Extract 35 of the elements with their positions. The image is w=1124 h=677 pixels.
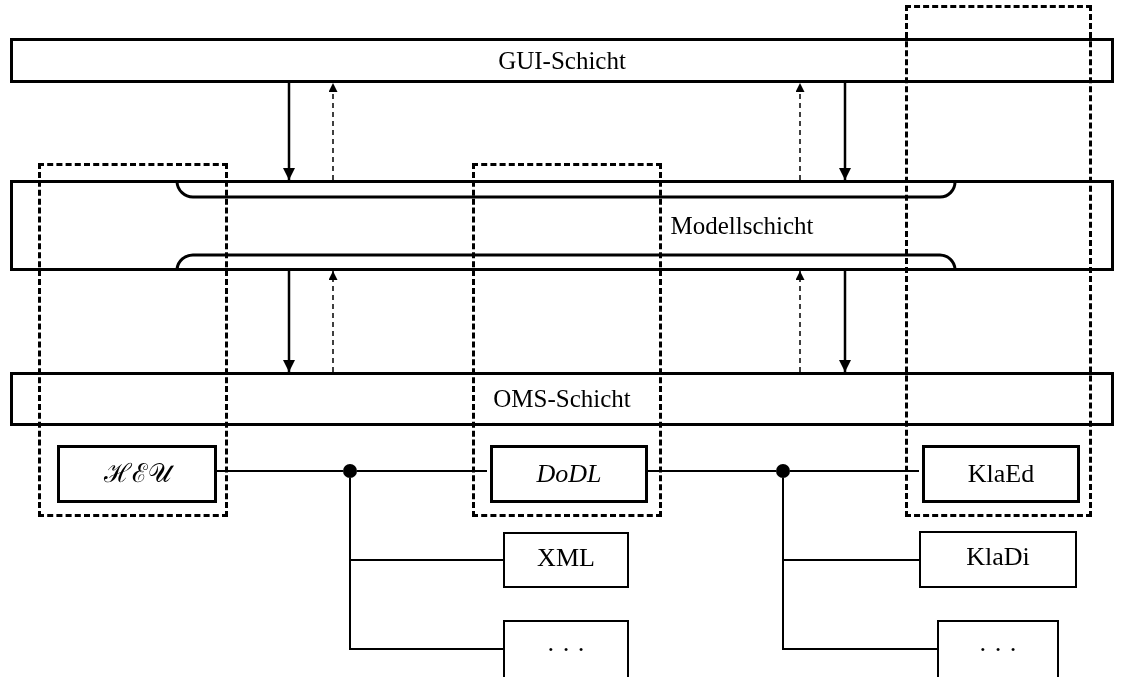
layer-label: Modellschicht: [670, 211, 814, 240]
dashed-group-box: [905, 5, 1092, 517]
connector-line: [782, 477, 938, 650]
junction-dot: [343, 464, 357, 478]
format-box: [937, 620, 1059, 677]
box-label: KlaDi: [966, 543, 1030, 572]
module-box: [57, 445, 217, 503]
arrow: [838, 271, 852, 372]
dashed-group-box: [38, 163, 228, 517]
module-box: [922, 445, 1080, 503]
layer-label: GUI-Schicht: [498, 46, 626, 75]
arrow: [795, 82, 805, 181]
arrow: [795, 270, 805, 373]
junction-dot: [776, 464, 790, 478]
module-box: [490, 445, 648, 503]
box-label: KlaEd: [967, 459, 1035, 489]
arrow: [328, 270, 338, 373]
layer-band: [10, 38, 1114, 83]
box-label: DoDL: [536, 459, 602, 489]
arrow: [838, 83, 852, 180]
layer-band: [10, 180, 1114, 271]
format-box: [503, 620, 629, 677]
arrow: [328, 82, 338, 181]
format-box: [919, 531, 1077, 588]
box-label: · · ·: [546, 636, 586, 665]
box-label: · · ·: [978, 636, 1018, 665]
dashed-group-box: [472, 163, 662, 517]
format-box: [503, 532, 629, 588]
connector-line: [349, 477, 504, 650]
layer-label: OMS-Schicht: [493, 385, 631, 413]
connector-line: [356, 470, 488, 472]
arrow: [282, 271, 296, 372]
connector-line: [789, 470, 920, 472]
box-label: XML: [537, 544, 595, 573]
arrow: [282, 83, 296, 180]
